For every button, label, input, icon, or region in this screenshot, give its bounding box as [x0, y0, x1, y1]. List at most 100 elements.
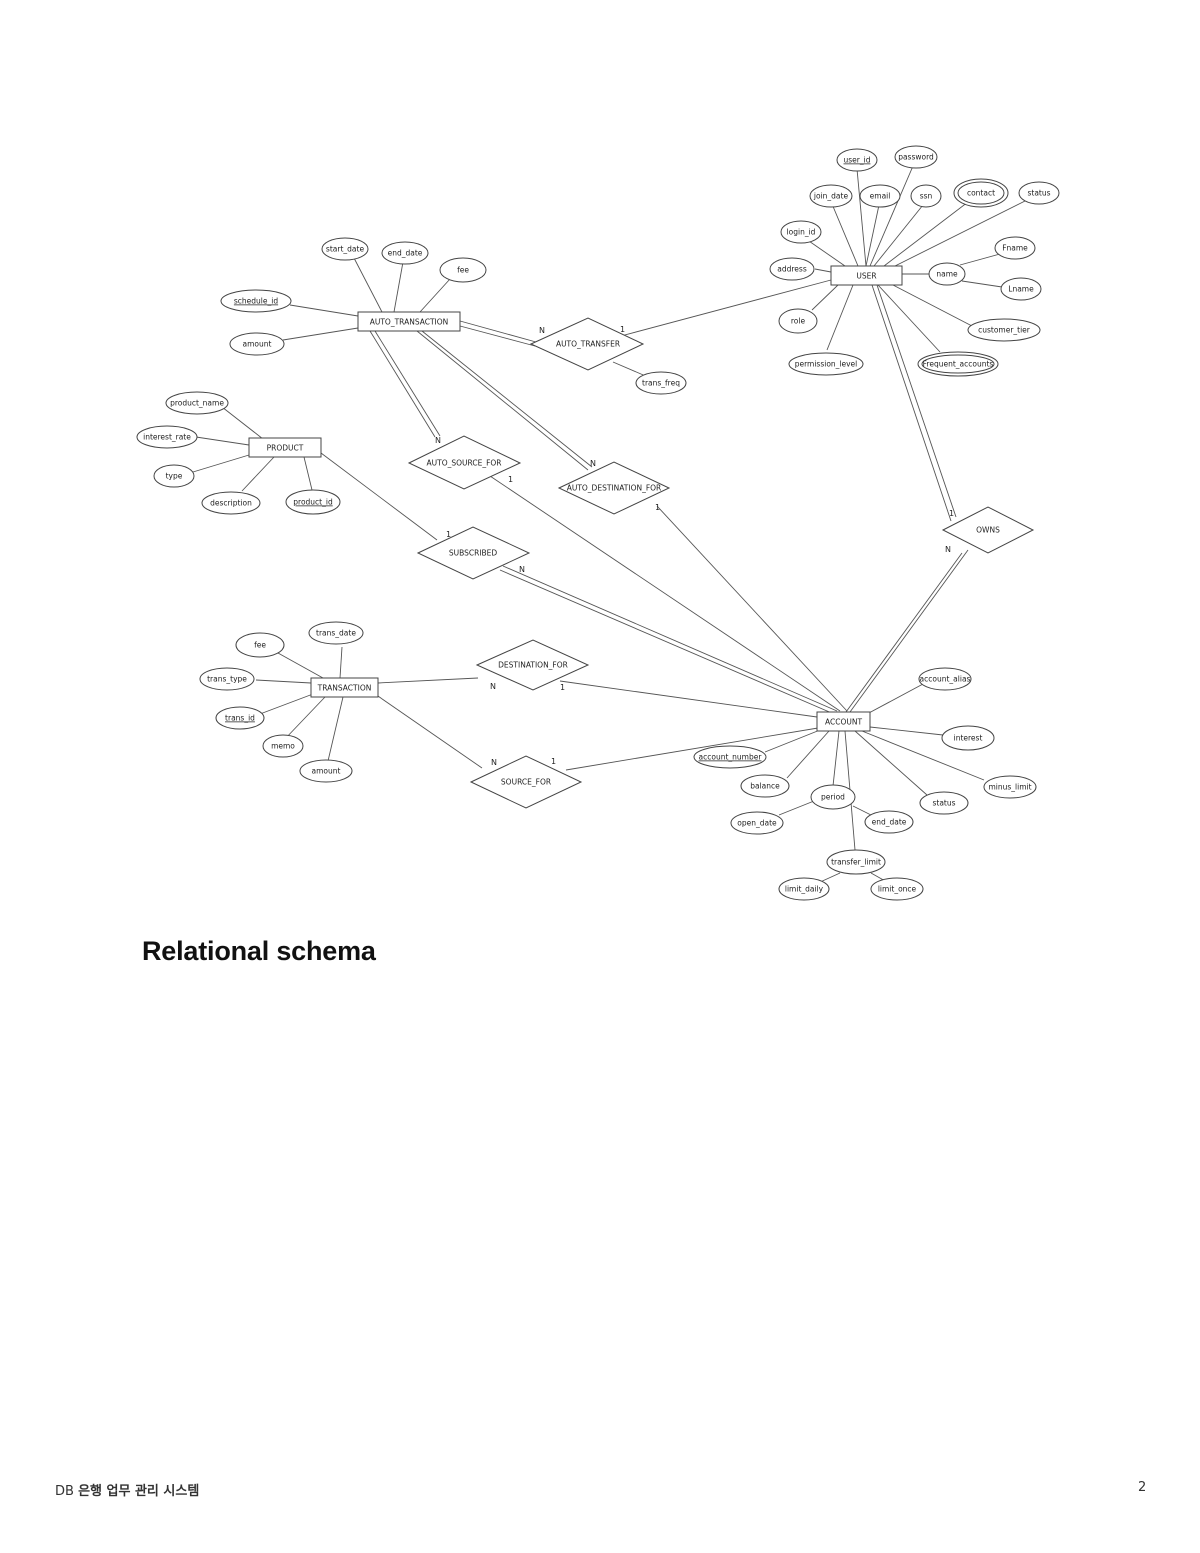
attribute-account-number: account_number: [693, 745, 767, 769]
relationship-source-for-label: SOURCE_FOR: [501, 778, 551, 787]
cardinality-owns-1: 1: [949, 509, 954, 518]
attribute-minus-limit-label: minus_limit: [988, 783, 1031, 792]
attribute-interest-label: interest: [954, 734, 983, 743]
relationship-destination-for: DESTINATION_FOR: [475, 639, 590, 691]
attribute-auto-end-date: end_date: [381, 241, 429, 265]
attribute-role: role: [778, 308, 818, 334]
cardinality-destination-n: N: [490, 682, 496, 691]
cardinality-source-1: 1: [551, 757, 556, 766]
attribute-join-date-label: join_date: [813, 192, 849, 201]
attribute-transfer-limit-label: transfer_limit: [831, 858, 881, 867]
entity-transaction-label: TRANSACTION: [317, 684, 372, 693]
attribute-description-label: description: [210, 499, 252, 508]
attribute-trans-date-label: trans_date: [316, 629, 356, 638]
entity-product: PRODUCT: [248, 437, 322, 458]
attribute-product-id: product_id: [285, 489, 341, 515]
attribute-open-date-label: open_date: [737, 819, 777, 828]
attribute-limit-once: limit_once: [870, 877, 924, 901]
attribute-name: name: [928, 262, 966, 286]
attribute-type: type: [153, 464, 195, 488]
attribute-balance-label: balance: [750, 782, 780, 791]
attribute-trans-amount: amount: [299, 759, 353, 783]
attribute-customer-tier: customer_tier: [967, 318, 1041, 342]
cardinality-labels: N 1 N 1 N 1 1 N 1 N N 1 N 1: [435, 325, 954, 767]
relationship-auto-transfer: AUTO_TRANSFER: [529, 317, 645, 371]
attribute-frequent-accounts: Frequent_accounts: [917, 351, 999, 377]
attribute-account-alias-label: account_alias: [920, 675, 971, 684]
attribute-fname-label: Fname: [1002, 244, 1028, 253]
attribute-user-status-label: status: [1027, 189, 1050, 198]
attribute-interest: interest: [941, 725, 995, 751]
attribute-lname: Lname: [1000, 277, 1042, 301]
attribute-trans-type: trans_type: [199, 667, 255, 691]
relationship-subscribed-label: SUBSCRIBED: [449, 549, 498, 558]
attribute-account-number-label: account_number: [699, 753, 763, 762]
cardinality-auto-destination-1: 1: [655, 503, 660, 512]
relationship-auto-destination-for: AUTO_DESTINATION_FOR: [557, 461, 671, 515]
attribute-schedule-id: schedule_id: [220, 289, 292, 313]
attribute-account-alias: account_alias: [918, 667, 972, 691]
cardinality-auto-destination-n: N: [590, 459, 596, 468]
attribute-memo-label: memo: [271, 742, 295, 751]
entity-transaction: TRANSACTION: [310, 677, 379, 698]
relationship-auto-destination-for-label: AUTO_DESTINATION_FOR: [567, 484, 662, 493]
attribute-limit-once-label: limit_once: [878, 885, 917, 894]
attribute-period-label: period: [821, 793, 845, 802]
attribute-fname: Fname: [994, 236, 1036, 260]
attribute-description: description: [201, 491, 261, 515]
attribute-limit-daily: limit_daily: [778, 877, 830, 901]
cardinality-owns-n: N: [945, 545, 951, 554]
cardinality-source-n: N: [491, 758, 497, 767]
attribute-account-status: status: [919, 791, 969, 815]
entity-auto-transaction-label: AUTO_TRANSACTION: [370, 318, 449, 327]
footer-system-name: 은행 업무 관리 시스템: [78, 1484, 200, 1499]
attribute-email-label: email: [870, 192, 891, 201]
connection-lines: [192, 165, 1026, 884]
entity-account-label: ACCOUNT: [825, 718, 862, 727]
attribute-ssn-label: ssn: [920, 192, 933, 201]
attribute-interest-rate: interest_rate: [136, 425, 198, 449]
attribute-auto-amount-label: amount: [243, 340, 272, 349]
attribute-product-name-label: product_name: [170, 399, 224, 408]
attribute-auto-end-date-label: end_date: [388, 249, 423, 258]
attribute-user-id-label: user_id: [844, 156, 871, 165]
attribute-address-label: address: [777, 265, 807, 274]
attribute-trans-amount-label: amount: [312, 767, 341, 776]
attribute-balance: balance: [740, 774, 790, 798]
attribute-type-label: type: [166, 472, 183, 481]
relationship-subscribed: SUBSCRIBED: [416, 526, 531, 580]
attribute-start-date-label: start_date: [326, 245, 365, 254]
attribute-user-status: status: [1018, 181, 1060, 205]
attribute-trans-fee: fee: [235, 632, 285, 658]
attribute-trans-freq-label: trans_freq: [642, 379, 680, 388]
attribute-permission-level-label: permission_level: [795, 360, 858, 369]
attribute-contact-label: contact: [967, 189, 995, 198]
attribute-customer-tier-label: customer_tier: [978, 326, 1031, 335]
attribute-trans-fee-label: fee: [254, 641, 266, 650]
page-number: 2: [1138, 1480, 1147, 1495]
attribute-trans-id: trans_id: [215, 706, 265, 730]
attribute-open-date: open_date: [730, 811, 784, 835]
attribute-frequent-accounts-label: Frequent_accounts: [923, 360, 994, 369]
relationship-owns: OWNS: [941, 506, 1035, 554]
attribute-user-id: user_id: [836, 148, 878, 172]
entity-auto-transaction: AUTO_TRANSACTION: [357, 311, 461, 332]
attribute-interest-rate-label: interest_rate: [143, 433, 191, 442]
attribute-schedule-id-label: schedule_id: [234, 297, 278, 306]
attribute-password: password: [894, 145, 938, 169]
attribute-minus-limit: minus_limit: [983, 775, 1037, 799]
entity-user-label: USER: [856, 272, 876, 281]
attribute-trans-type-label: trans_type: [207, 675, 247, 684]
attribute-address: address: [769, 257, 815, 281]
attribute-auto-fee: fee: [439, 257, 487, 283]
entity-user: USER: [830, 265, 903, 286]
attribute-password-label: password: [898, 153, 934, 162]
cardinality-auto-source-n: N: [435, 436, 441, 445]
relationship-auto-transfer-label: AUTO_TRANSFER: [556, 340, 620, 349]
attribute-account-end-date: end_date: [864, 810, 914, 834]
attribute-ssn: ssn: [910, 184, 942, 208]
attribute-lname-label: Lname: [1008, 285, 1034, 294]
attribute-account-status-label: status: [932, 799, 955, 808]
attribute-memo: memo: [262, 734, 304, 758]
footer-title: DB 은행 업무 관리 시스템: [55, 1480, 199, 1499]
